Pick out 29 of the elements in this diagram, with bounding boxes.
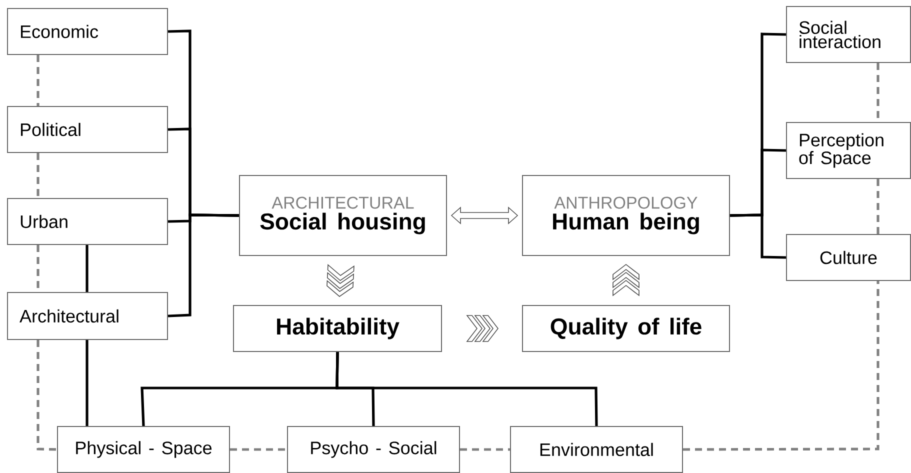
text-box: Environmental — [510, 426, 683, 473]
dashed-line — [460, 448, 510, 451]
text-box: ANTHROPOLOGY Human being — [522, 175, 730, 256]
text-box: Physical - Space — [57, 426, 230, 473]
dashed-line — [36, 153, 40, 198]
connector-line — [168, 214, 240, 318]
text-box: Economic — [7, 8, 168, 55]
dashed-line — [230, 448, 287, 451]
dashed-line — [683, 281, 880, 451]
connector-line — [86, 340, 88, 426]
chevron-arrow — [612, 264, 640, 296]
text-box: Social interaction — [786, 6, 911, 63]
connector-line — [730, 214, 786, 259]
dashed-line — [876, 179, 880, 234]
dashed-line — [36, 55, 40, 106]
chevron-arrow — [466, 315, 498, 342]
text-box: Urban — [7, 198, 168, 245]
connector-line — [86, 245, 88, 292]
text-box: ARCHITECTURAL Social housing — [239, 175, 447, 256]
text-box: Culture — [786, 234, 911, 281]
text-box: Habitability — [233, 305, 442, 352]
text-box: Psycho - Social — [287, 426, 460, 473]
text-box: Quality of life — [522, 305, 730, 352]
text-box: Political — [7, 106, 168, 153]
connector-line — [336, 352, 598, 426]
chevron-arrow — [326, 264, 354, 297]
text-box: Perception of Space — [786, 122, 911, 179]
dashed-line — [36, 340, 58, 451]
text-box: Architectural — [7, 292, 168, 340]
